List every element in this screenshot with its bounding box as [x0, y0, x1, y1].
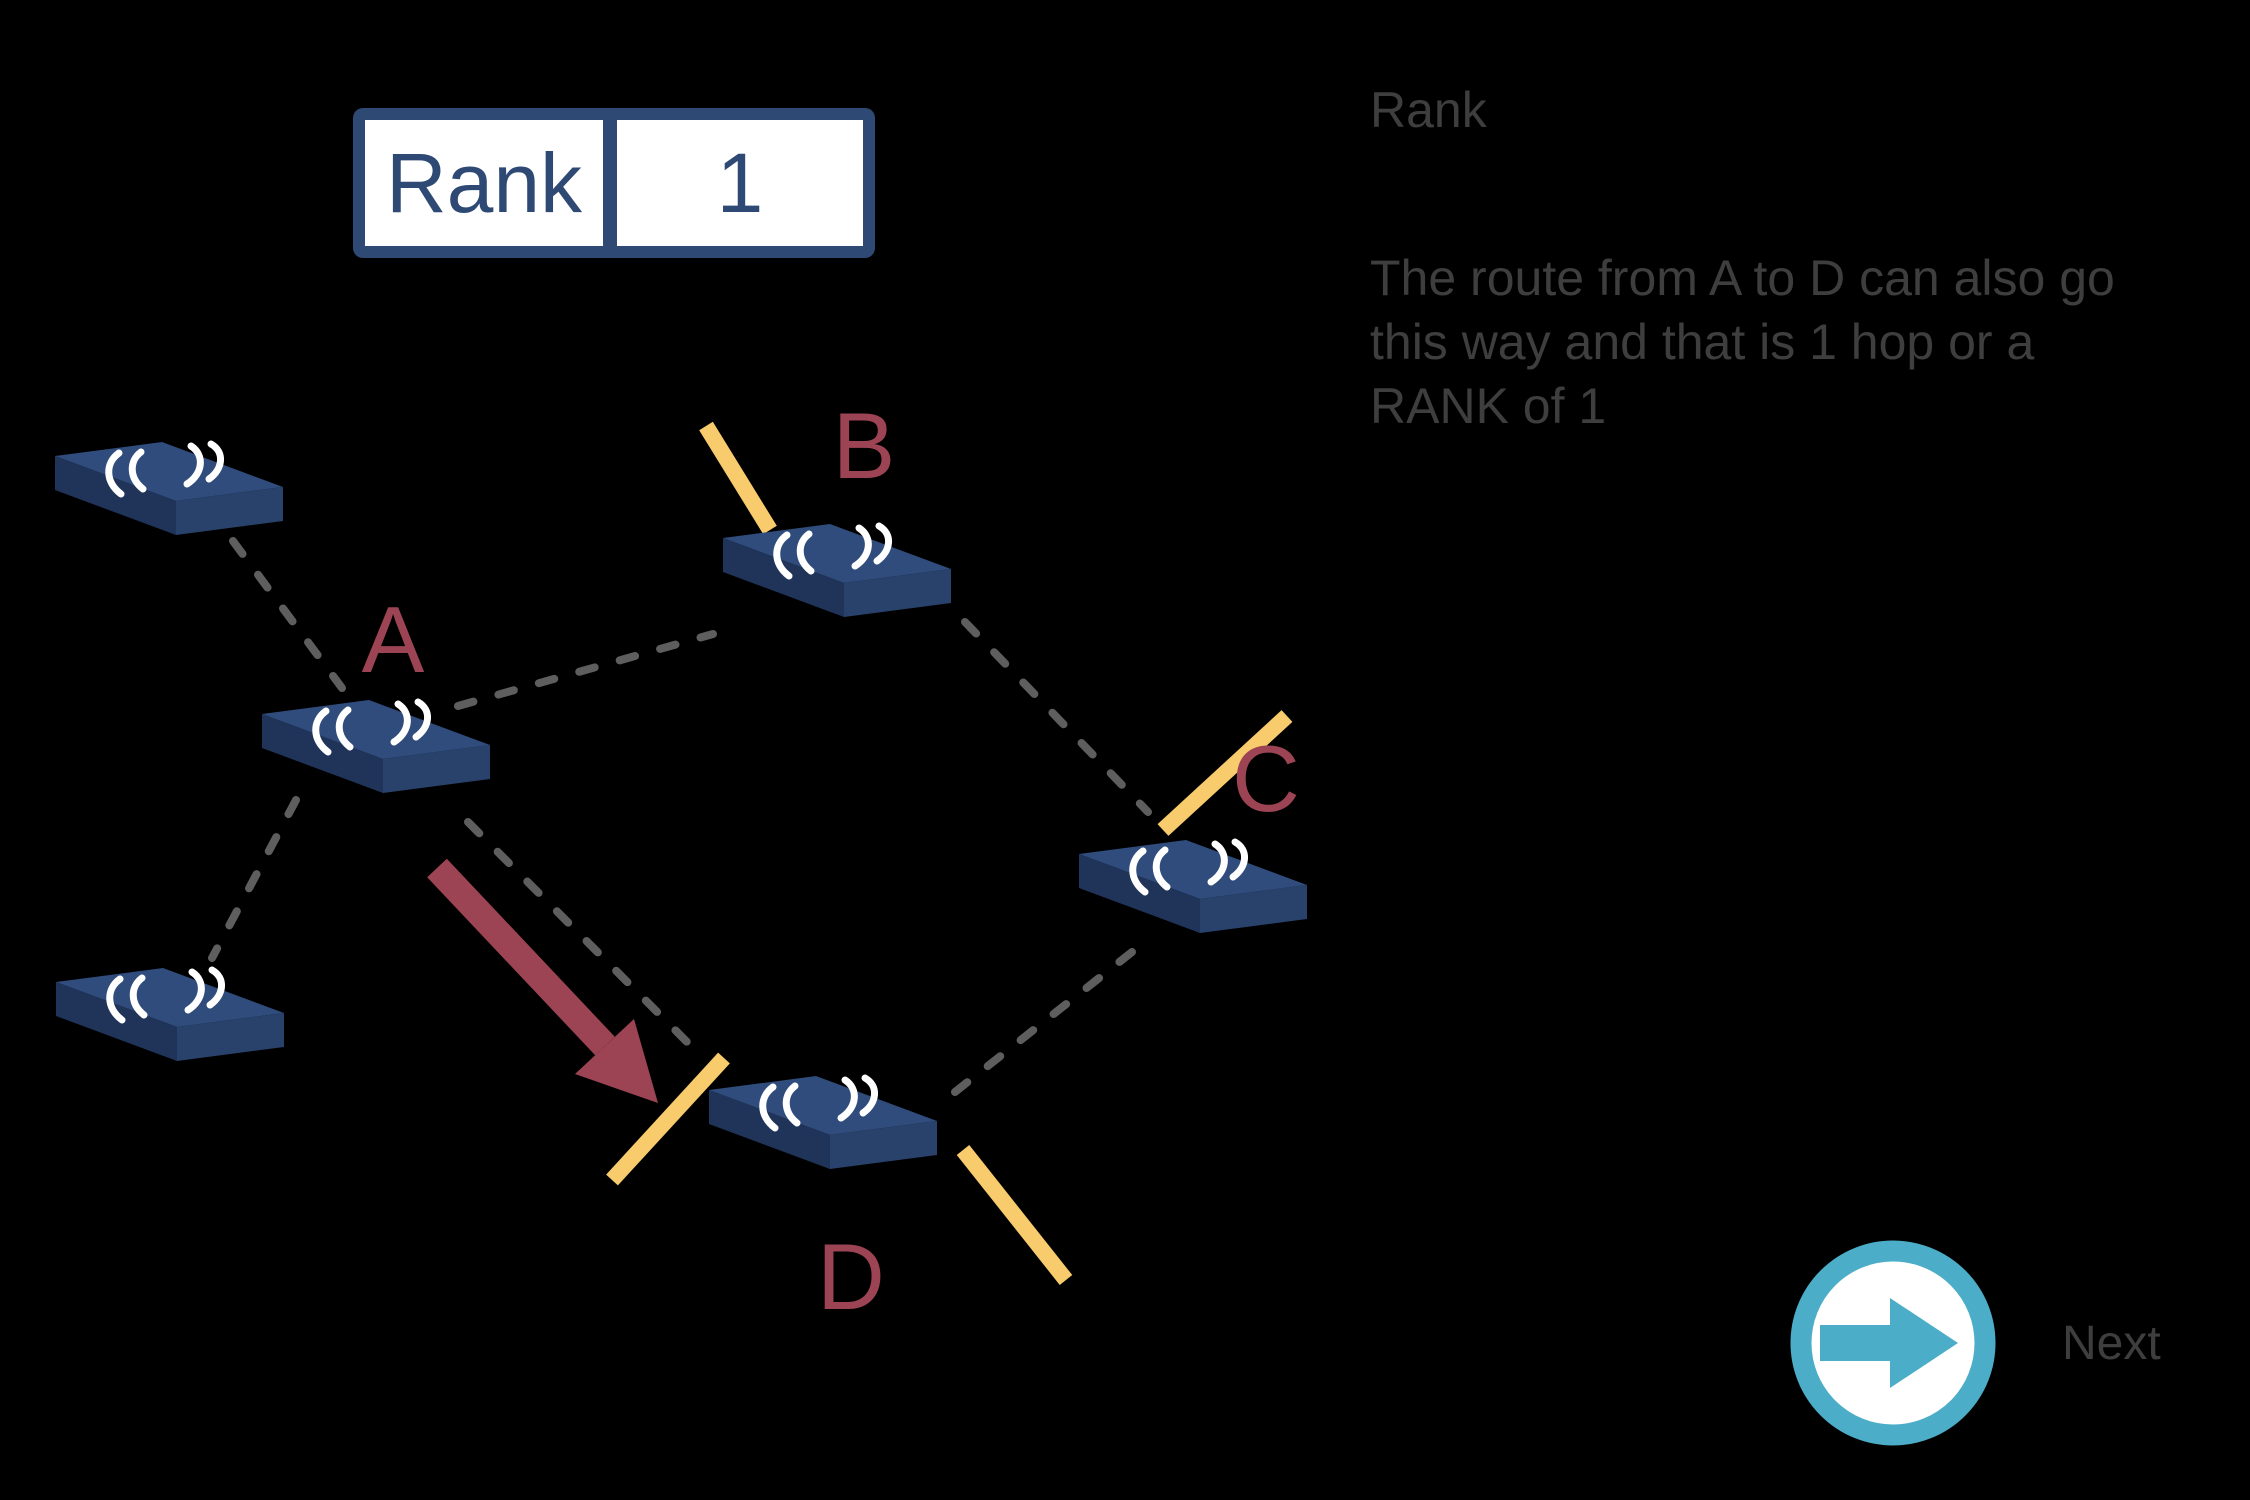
link-b-to-c: [961, 618, 1152, 816]
wireless-node-b: [723, 524, 951, 617]
node-label-c: C: [1232, 726, 1300, 831]
panel-heading: Rank: [1370, 82, 1487, 138]
info-text-line-1: The route from A to D can also go: [1370, 250, 2115, 306]
link-a-to-b: [454, 630, 717, 710]
next-arrow-icon: [1790, 1240, 1996, 1446]
link-c-to-d: [951, 948, 1136, 1096]
wireless-node-c: [1079, 840, 1307, 933]
route-arrow-a-to-d: [427, 858, 658, 1103]
node-label-b: B: [832, 393, 896, 498]
info-text-line-2: this way and that is 1 hop or a: [1370, 314, 2035, 370]
wireless-node-d: [709, 1076, 937, 1169]
node-label-d: D: [817, 1224, 885, 1329]
wireless-node-bottomleft: [56, 968, 284, 1061]
next-button-label: Next: [2062, 1316, 2161, 1370]
rank-indicator-box: Rank 1: [353, 108, 875, 258]
wireless-node-a: [262, 700, 490, 793]
link-topleft-to-a: [229, 537, 346, 692]
node-label-a: A: [361, 587, 425, 692]
rank-box-label: Rank: [365, 120, 603, 246]
link-break-mark-near-b: [699, 421, 777, 535]
wireless-node-topleft: [55, 442, 283, 535]
info-text: The route from A to D can also go this w…: [1370, 246, 2115, 438]
next-button[interactable]: Next: [1790, 1238, 2161, 1448]
link-break-mark-near-c: [1157, 710, 1293, 836]
rank-box-value: 1: [617, 120, 863, 246]
link-a-to-d: [464, 818, 706, 1061]
link-break-mark-d-right: [956, 1145, 1073, 1285]
link-break-mark-d-left: [606, 1052, 730, 1186]
link-a-to-bottomleft: [208, 796, 300, 962]
info-text-line-3: RANK of 1: [1370, 378, 1607, 434]
